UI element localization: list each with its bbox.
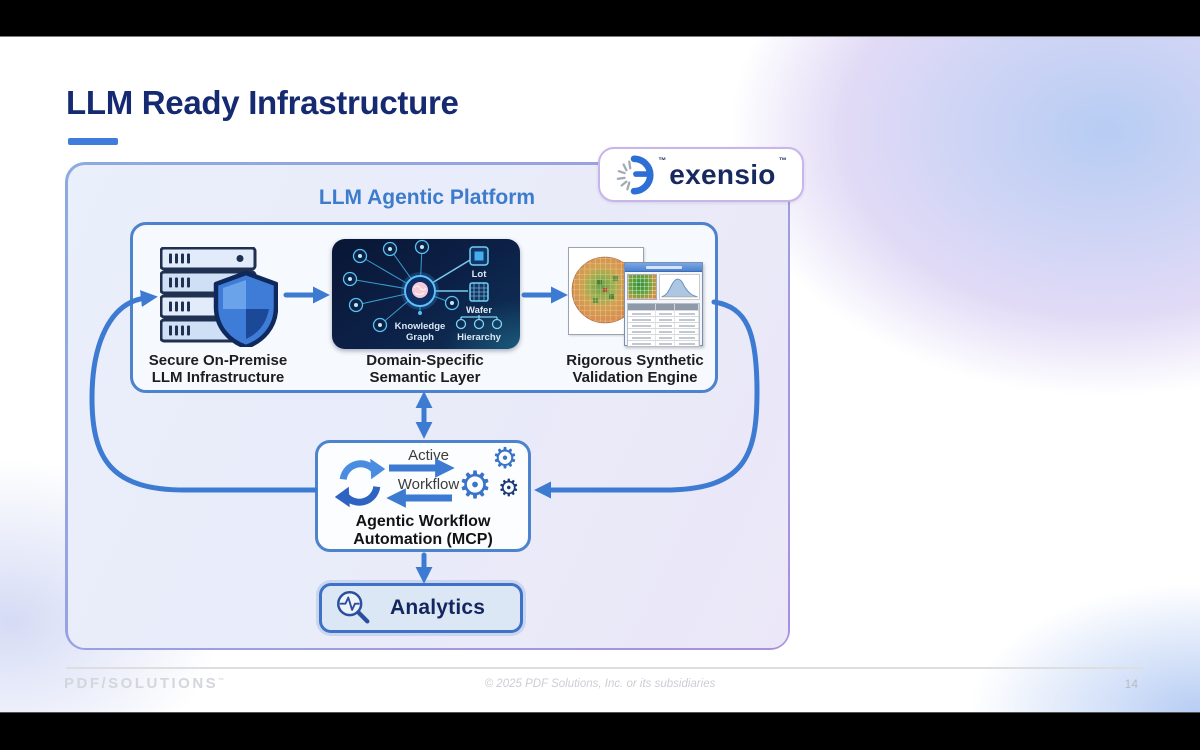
- validation-window: [624, 262, 703, 347]
- table-row: [628, 310, 699, 316]
- gear-small-icon: ⚙: [498, 475, 520, 502]
- mini-table-header: [628, 304, 699, 310]
- table-row: [628, 322, 699, 328]
- gear-medium-icon: ⚙: [492, 443, 518, 475]
- distribution-histogram: [659, 274, 700, 300]
- window-title-bar: [625, 263, 702, 272]
- brand-name: exensio: [669, 158, 776, 190]
- analytics-magnifier-icon: [337, 591, 370, 624]
- table-row: [628, 316, 699, 322]
- workflow-label: Workflow: [397, 476, 460, 493]
- brain-icon: [412, 282, 428, 298]
- platform-heading: LLM Agentic Platform: [318, 186, 536, 209]
- table-row: [628, 328, 699, 334]
- page-number: 14: [1124, 677, 1138, 691]
- letterbox-bottom: [0, 712, 1200, 750]
- gear-large-icon: ⚙: [458, 465, 493, 507]
- svg-text:Graph: Graph: [406, 332, 434, 343]
- wafer-grid-icon: [469, 282, 489, 302]
- title-underline: [68, 138, 118, 145]
- knowledge-graph-image: Lot Wafer Hierarchy Knowledge Graph: [332, 239, 520, 349]
- hierarchy-icon: [455, 315, 503, 330]
- analytics-box: Analytics: [319, 583, 523, 633]
- shield-icon: [213, 270, 278, 347]
- server-shield-icon: [160, 247, 278, 347]
- analytics-label: Analytics: [390, 596, 486, 619]
- brand-tm-name-mark: ™: [778, 156, 787, 165]
- mini-table: [627, 303, 700, 347]
- slide: LLM Ready Infrastructure LLM Agentic Pla…: [0, 36, 1200, 713]
- svg-text:Knowledge: Knowledge: [395, 321, 446, 332]
- table-row: [628, 334, 699, 340]
- logo-tm-mark: ™: [218, 678, 225, 684]
- footer-divider: [66, 667, 1144, 669]
- svg-text:Lot: Lot: [472, 269, 488, 280]
- sync-arrows-icon: [334, 458, 386, 508]
- table-row: [628, 340, 699, 346]
- pdf-solutions-logo: PDF/SOLUTIONS™: [64, 675, 225, 692]
- lot-icon: [469, 246, 489, 266]
- svg-text:Wafer: Wafer: [466, 305, 492, 316]
- gears-icon: ⚙ ⚙ ⚙: [456, 443, 530, 515]
- brand-tm-icon-mark: ™: [658, 156, 667, 165]
- copyright-text: © 2025 PDF Solutions, Inc. or its subsid…: [484, 678, 716, 690]
- mini-wafer-map: [627, 274, 657, 300]
- exensio-logo-icon: [617, 154, 654, 195]
- exensio-badge: ™ exensio ™: [598, 147, 804, 202]
- page-title: LLM Ready Infrastructure: [66, 84, 459, 121]
- letterbox-top: [0, 0, 1200, 37]
- svg-text:Hierarchy: Hierarchy: [457, 332, 502, 343]
